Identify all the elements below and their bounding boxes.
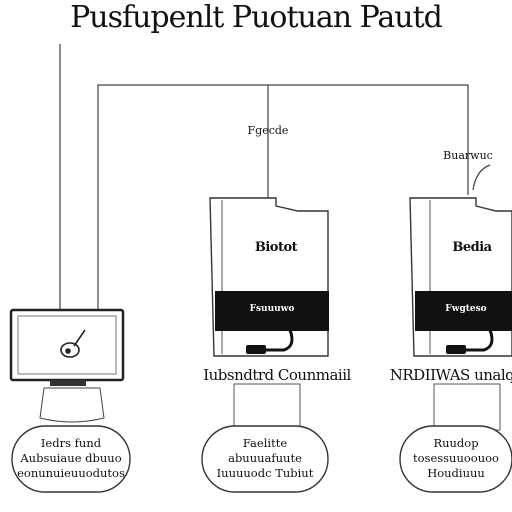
device-caption: NRDIIWAS unalq xyxy=(389,366,512,384)
connector-box xyxy=(433,383,501,431)
info-oval xyxy=(399,425,512,493)
device-body-label: Biotot xyxy=(254,240,298,255)
oval-text: Iedrs fund Aubsuiaue dbuuo eonunuieuuodu… xyxy=(14,436,128,481)
device-caption: Iubsndtrd Counmaiil xyxy=(203,366,351,384)
oval-line: eonunuieuuodutos xyxy=(17,466,125,480)
connector-line xyxy=(97,84,469,310)
connector-box xyxy=(233,383,301,431)
oval-text: Ruudop tosessuuoouoo Houdiuuu xyxy=(402,436,510,481)
device-top-label: Buarwuc xyxy=(443,149,493,162)
oval-line: tosessuuoouoo xyxy=(413,451,499,465)
oval-line: Iuuuuodc Tubiut xyxy=(216,466,314,480)
oval-line: Faelitte xyxy=(242,436,288,450)
info-oval xyxy=(201,425,329,493)
oval-line: abuuuafuute xyxy=(228,451,302,465)
oval-line: Houdiuuu xyxy=(427,466,485,480)
oval-line: Ruudop xyxy=(433,436,479,450)
oval-text: Faelitte abuuuafuute Iuuuuodc Tubiut xyxy=(204,436,326,481)
device-band-label: Fwgteso xyxy=(445,304,487,314)
device-body-label: Bedia xyxy=(452,240,492,255)
connector-lines xyxy=(59,44,491,310)
oval-line: Iedrs fund xyxy=(40,436,102,450)
device-top-label: Fgecde xyxy=(247,124,289,137)
oval-line: Aubsuiaue dbuuo xyxy=(20,451,122,465)
guitar-icon xyxy=(60,329,86,358)
device-band-label: Fsuuuwo xyxy=(249,304,295,314)
device-unit-1 xyxy=(209,197,329,357)
page-title: Pusfupenlt Puotuan Pautd xyxy=(70,0,443,35)
computer-monitor xyxy=(9,308,125,423)
device-unit-2 xyxy=(409,197,512,357)
info-oval xyxy=(11,425,131,493)
connector-line xyxy=(472,164,491,191)
